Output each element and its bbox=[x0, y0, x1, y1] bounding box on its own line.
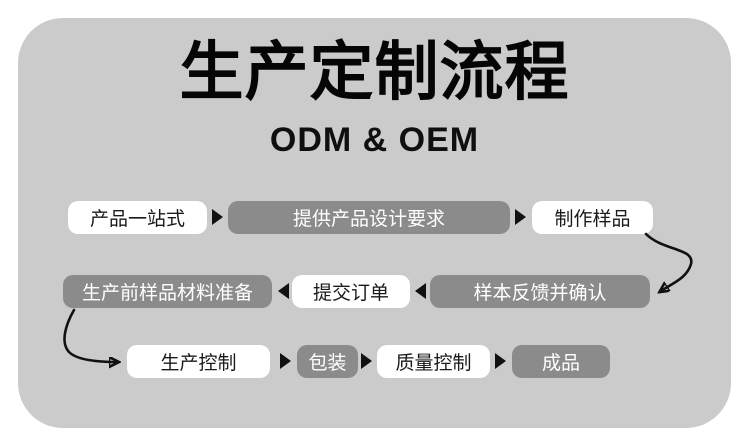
step-packaging: 包装 bbox=[297, 345, 358, 378]
step-product-one-stop: 产品一站式 bbox=[68, 201, 207, 234]
arrow-right-icon bbox=[280, 353, 291, 369]
arrow-right-icon bbox=[495, 353, 506, 369]
step-pre-production-material-prep: 生产前样品材料准备 bbox=[63, 275, 272, 308]
step-submit-order: 提交订单 bbox=[292, 275, 410, 308]
arrow-left-icon bbox=[415, 283, 426, 299]
arrow-left-icon bbox=[278, 283, 289, 299]
page-subtitle: ODM & OEM bbox=[269, 121, 480, 159]
step-production-control: 生产控制 bbox=[127, 345, 270, 378]
arrow-right-icon bbox=[361, 353, 372, 369]
step-provide-design-requirements: 提供产品设计要求 bbox=[228, 201, 510, 234]
step-quality-control: 质量控制 bbox=[377, 345, 490, 378]
step-finished-product: 成品 bbox=[512, 345, 610, 378]
step-make-sample: 制作样品 bbox=[532, 201, 653, 234]
arrow-right-icon bbox=[212, 209, 223, 225]
step-sample-feedback-confirm: 样本反馈并确认 bbox=[430, 275, 650, 308]
page-title: 生产定制流程 bbox=[179, 36, 570, 108]
arrow-right-icon bbox=[515, 209, 526, 225]
